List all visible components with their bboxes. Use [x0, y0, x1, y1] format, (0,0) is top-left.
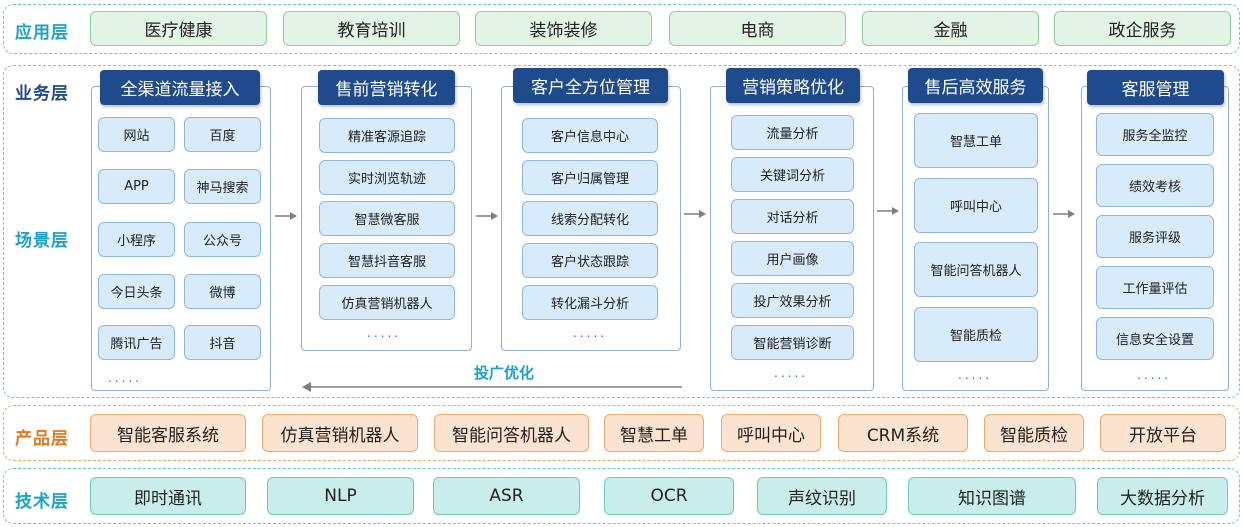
application-item[interactable]: 装饰装修 [475, 11, 652, 46]
application-item[interactable]: 金融 [862, 11, 1039, 46]
more-dots: ..... [958, 368, 993, 382]
strategy-item[interactable]: 对话分析 [731, 199, 854, 234]
strategy-item[interactable]: 智能营销诊断 [731, 325, 854, 360]
flow-arrow-icon [1053, 210, 1075, 218]
channel-item[interactable]: 公众号 [184, 222, 261, 257]
more-dots: ..... [573, 326, 608, 340]
channel-item[interactable]: 网站 [98, 117, 175, 152]
presale-item[interactable]: 精准客源追踪 [319, 118, 455, 153]
customer-item[interactable]: 客户状态跟踪 [522, 243, 658, 278]
cs-management-item[interactable]: 信息安全设置 [1096, 317, 1214, 360]
flow-arrow-icon [684, 210, 706, 218]
channel-item[interactable]: APP [98, 169, 175, 204]
technology-band [3, 468, 1240, 524]
more-dots: ..... [774, 366, 809, 380]
application-layer-label: 应用层 [15, 23, 69, 43]
tech-item[interactable]: OCR [604, 477, 734, 515]
column-title: 营销策略优化 [726, 68, 860, 103]
cs-management-item[interactable]: 工作量评估 [1096, 266, 1214, 309]
product-layer-label: 产品层 [15, 429, 69, 449]
tech-item[interactable]: 知识图谱 [908, 477, 1076, 515]
business-band [3, 65, 1240, 398]
feedback-arrow-icon [302, 382, 682, 392]
presale-item[interactable]: 实时浏览轨迹 [319, 160, 455, 195]
cs-management-item[interactable]: 绩效考核 [1096, 164, 1214, 207]
product-item[interactable]: 智能问答机器人 [434, 414, 589, 452]
application-item[interactable]: 政企服务 [1054, 11, 1231, 46]
channel-item[interactable]: 抖音 [184, 325, 261, 360]
customer-item[interactable]: 客户归属管理 [522, 160, 658, 195]
aftersale-item[interactable]: 智慧工单 [914, 113, 1038, 168]
channel-item[interactable]: 神马搜索 [184, 169, 261, 204]
tech-item[interactable]: ASR [433, 477, 580, 515]
product-band [3, 405, 1240, 461]
cs-management-item[interactable]: 服务全监控 [1096, 113, 1214, 156]
tech-item[interactable]: NLP [267, 477, 414, 515]
channel-item[interactable]: 微博 [184, 274, 261, 309]
cs-management-item[interactable]: 服务评级 [1096, 215, 1214, 258]
application-band [3, 4, 1240, 54]
flow-arrow-icon [275, 212, 297, 220]
technology-layer-label: 技术层 [15, 492, 69, 512]
customer-item[interactable]: 线索分配转化 [522, 201, 658, 236]
customer-item[interactable]: 客户信息中心 [522, 118, 658, 153]
column-title: 售前营销转化 [318, 70, 455, 105]
strategy-item[interactable]: 关键词分析 [731, 157, 854, 192]
feedback-label: 投广优化 [474, 364, 535, 382]
product-item[interactable]: 呼叫中心 [721, 414, 821, 452]
channel-item[interactable]: 百度 [184, 117, 261, 152]
aftersale-item[interactable]: 呼叫中心 [914, 178, 1038, 233]
customer-item[interactable]: 转化漏斗分析 [522, 285, 658, 320]
tech-item[interactable]: 即时通讯 [90, 477, 246, 515]
flow-arrow-icon [877, 207, 899, 215]
channel-item[interactable]: 腾讯广告 [98, 325, 175, 360]
column-title: 售后高效服务 [908, 68, 1043, 103]
strategy-item[interactable]: 投广效果分析 [731, 283, 854, 318]
aftersale-item[interactable]: 智能质检 [914, 307, 1038, 362]
application-item[interactable]: 电商 [669, 11, 846, 46]
channel-item[interactable]: 小程序 [98, 222, 175, 257]
more-dots: ..... [108, 371, 143, 385]
application-item[interactable]: 医疗健康 [90, 11, 267, 46]
product-item[interactable]: 智能质检 [984, 414, 1084, 452]
channel-item[interactable]: 今日头条 [98, 274, 175, 309]
aftersale-item[interactable]: 智能问答机器人 [914, 242, 1038, 297]
flow-arrow-icon [476, 212, 498, 220]
business-layer-label: 业务层 [15, 84, 69, 104]
strategy-item[interactable]: 流量分析 [731, 115, 854, 150]
more-dots: ..... [367, 326, 402, 340]
product-item[interactable]: 智能客服系统 [90, 414, 246, 452]
scene-layer-label: 场景层 [15, 231, 69, 251]
presale-item[interactable]: 仿真营销机器人 [319, 285, 455, 320]
column-title: 客户全方位管理 [513, 68, 668, 103]
product-item[interactable]: 开放平台 [1100, 414, 1226, 452]
presale-item[interactable]: 智慧微客服 [319, 201, 455, 236]
presale-item[interactable]: 智慧抖音客服 [319, 243, 455, 278]
strategy-item[interactable]: 用户画像 [731, 241, 854, 276]
product-item[interactable]: 智慧工单 [604, 414, 704, 452]
application-item[interactable]: 教育培训 [283, 11, 460, 46]
column-title: 全渠道流量接入 [100, 70, 260, 105]
product-item[interactable]: 仿真营销机器人 [262, 414, 418, 452]
column-title: 客服管理 [1087, 70, 1224, 105]
tech-item[interactable]: 大数据分析 [1097, 477, 1228, 515]
product-item[interactable]: CRM系统 [838, 414, 968, 452]
more-dots: ..... [1137, 368, 1172, 382]
tech-item[interactable]: 声纹识别 [757, 477, 887, 515]
